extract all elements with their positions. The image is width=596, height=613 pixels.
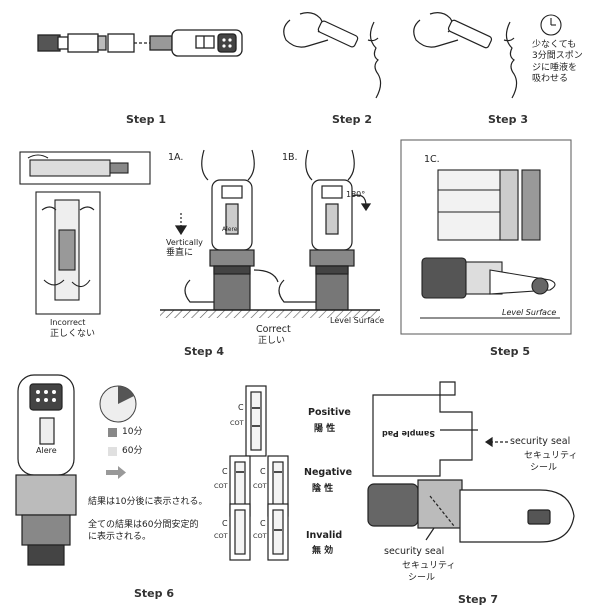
- step-1-label: Step 1: [126, 113, 166, 126]
- result-note-2-line2: に表示される。: [88, 532, 152, 542]
- step2-illustration: [283, 12, 382, 99]
- result-window-invalid-2: [267, 503, 289, 561]
- step6-device-brand: Alere: [36, 446, 57, 455]
- arrow-down-icon: [174, 213, 188, 236]
- label-1c: 1C.: [424, 154, 440, 165]
- vertically-label: Vertically: [166, 238, 203, 247]
- cot-label-negative-1: COT: [214, 482, 228, 490]
- invalid-ja-label: 無 効: [312, 546, 334, 556]
- correct-label: Correct: [256, 324, 291, 335]
- result-window-positive: [245, 385, 267, 457]
- label-1a: 1A.: [168, 152, 184, 163]
- security-seal-ja-label-2: セキュリティ: [402, 561, 456, 571]
- c-label-positive: C: [238, 403, 244, 412]
- invalid-label: Invalid: [306, 530, 343, 541]
- positive-label: Positive: [308, 407, 351, 418]
- step4-correct-1a-illustration: [184, 149, 279, 311]
- sample-pad-label: Sample Pad: [382, 429, 435, 438]
- step-7-label: Step 7: [458, 593, 498, 606]
- angle-label: 180°: [346, 190, 366, 199]
- security-seal-ja2-label-1: シール: [530, 463, 558, 473]
- level-surface-label: Level Surface: [330, 316, 385, 325]
- legend-10-label: 10分: [122, 427, 143, 437]
- level-surface: [160, 309, 380, 318]
- seal-pointer: [425, 436, 508, 541]
- security-seal-label-2: security seal: [384, 546, 445, 557]
- step6-device-illustration: [15, 374, 77, 566]
- step5-surface-label: Level Surface: [502, 308, 557, 317]
- step1-device-illustration: [37, 29, 243, 57]
- positive-ja-label: 陽 性: [314, 424, 336, 434]
- incorrect-ja-label: 正しくない: [50, 329, 96, 339]
- step7-package-illustration: [372, 381, 478, 477]
- correct-ja-label: 正しい: [258, 336, 286, 346]
- rotate-arrow-icon: [351, 194, 372, 212]
- result-window-invalid-1: [229, 503, 251, 561]
- step7-device-illustration: [367, 479, 575, 543]
- cot-label-invalid-1: COT: [214, 532, 228, 540]
- step-3-label: Step 3: [488, 113, 528, 126]
- vertically-ja-label: 垂直に: [166, 248, 194, 258]
- step-6-label: Step 6: [134, 587, 174, 600]
- negative-label: Negative: [304, 467, 353, 478]
- security-seal-label-1: security seal: [510, 436, 571, 447]
- cot-label-invalid-2: COT: [253, 532, 267, 540]
- step5-illustration: [400, 139, 572, 335]
- step4-incorrect-illustration: [19, 151, 151, 315]
- c-label-negative-2: C: [260, 467, 266, 476]
- negative-ja-label: 陰 性: [312, 484, 334, 494]
- incorrect-label: Incorrect: [50, 318, 86, 327]
- label-1b: 1B.: [282, 152, 298, 163]
- step-2-label: Step 2: [332, 113, 372, 126]
- cot-label-negative-2: COT: [253, 482, 267, 490]
- security-seal-ja2-label-2: シール: [408, 573, 436, 583]
- step-4-label: Step 4: [184, 345, 224, 358]
- c-label-invalid-2: C: [260, 519, 266, 528]
- legend-swatch-60: [108, 447, 117, 456]
- step3-illustration: [413, 12, 518, 99]
- clock-icon: [540, 14, 562, 36]
- step-5-label: Step 5: [490, 345, 530, 358]
- timer-pie-icon: [99, 385, 137, 423]
- step4-correct-1b-illustration: [278, 149, 355, 311]
- legend-60-label: 60分: [122, 446, 143, 456]
- c-label-invalid-1: C: [222, 519, 228, 528]
- cot-label-positive: COT: [230, 419, 244, 427]
- result-note-1: 結果は10分後に表示される。: [88, 497, 208, 507]
- step4-device-brand: Alere: [222, 226, 238, 233]
- arrow-right-icon: [106, 466, 126, 479]
- c-label-negative-1: C: [222, 467, 228, 476]
- security-seal-ja-label-1: セキュリティ: [524, 451, 578, 461]
- step3-note: 少なくても 3分間スポン ジに唾液を 吸わせる: [532, 40, 583, 84]
- result-note-2-line1: 全ての結果は60分間安定的: [88, 520, 199, 530]
- legend-swatch-10: [108, 428, 117, 437]
